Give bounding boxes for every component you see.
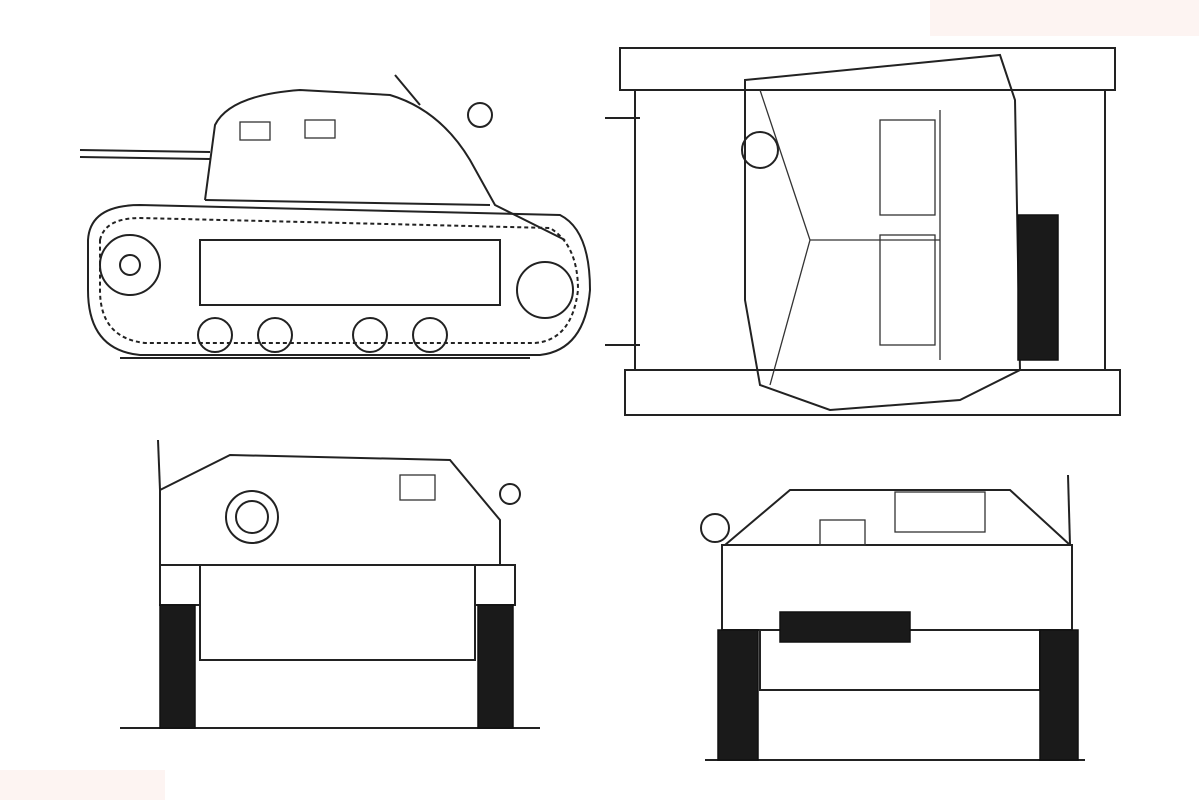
headlight: [700, 513, 730, 543]
idler-wheel: [99, 234, 161, 296]
right-track: [1039, 629, 1079, 761]
hatch: [879, 119, 936, 216]
hatch: [879, 234, 936, 346]
antenna: [157, 439, 161, 491]
track-loop: [87, 203, 592, 356]
hull-top: [634, 89, 1106, 371]
gun-barrel: [79, 156, 211, 160]
superstructure-rear: [722, 489, 1073, 546]
left-track-fender: [619, 47, 1116, 91]
superstructure-front: [159, 453, 501, 566]
armour-plates: [759, 89, 941, 386]
left-track: [717, 629, 759, 761]
gun-mount: [235, 500, 269, 534]
front-view: [120, 439, 540, 729]
corner-tint-bottom-left: [0, 770, 165, 800]
right-track-fender: [624, 369, 1121, 416]
gun-mantlet: [225, 490, 279, 544]
hull-superstructure: [204, 88, 566, 241]
corner-tint-top-right: [930, 0, 1199, 36]
left-track: [159, 604, 196, 729]
engine-grille: [1017, 214, 1059, 361]
idler-hub: [119, 254, 141, 276]
gun-breech: [894, 491, 986, 533]
exhaust: [779, 611, 911, 643]
drive-sprocket: [516, 261, 574, 319]
antenna-mount: [394, 74, 421, 106]
left-fender: [159, 564, 201, 606]
side-view: [79, 74, 592, 359]
vision-hatch: [399, 474, 436, 501]
right-track: [477, 604, 514, 729]
hull-line: [204, 199, 491, 206]
vision-hatch: [239, 121, 271, 141]
superstructure-top: [744, 53, 1022, 412]
right-fender: [474, 564, 516, 606]
suspension-frame: [199, 239, 501, 306]
antenna: [1067, 474, 1071, 546]
headlight: [499, 483, 521, 505]
top-view: [605, 47, 1121, 416]
track-links: [99, 216, 580, 344]
rear-view: [700, 474, 1085, 761]
road-wheels: [197, 317, 448, 353]
vision-hatch: [304, 119, 336, 139]
hull-front: [199, 564, 476, 661]
periscope: [467, 102, 493, 128]
gun-mantlet: [741, 131, 779, 169]
gun-barrel: [79, 149, 211, 153]
hatch: [819, 519, 866, 546]
